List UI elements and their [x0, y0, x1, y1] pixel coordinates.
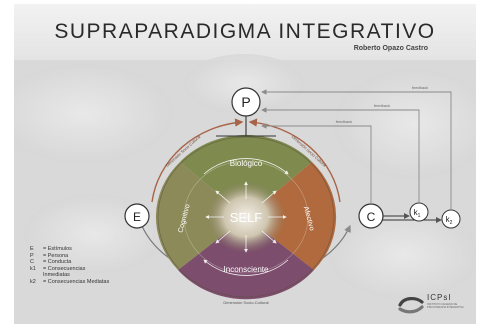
legend-row-c: C = Conducta: [30, 259, 110, 266]
node-k2-subscript: 2: [450, 220, 453, 226]
sociocultural-arc-top-right: [248, 118, 341, 203]
dimension-ring: [155, 134, 337, 300]
logo-mark-icon: [398, 297, 424, 314]
self-label: SELF: [230, 210, 263, 225]
icpsi-logo: ICPsI INSTITUTO CHILENO DE PSICOTERAPIA …: [398, 293, 468, 317]
legend-key: C: [30, 259, 34, 266]
legend-key: P: [30, 252, 34, 259]
feedback-loop-k1: [261, 107, 420, 203]
dimension-label-biologico: Biológico: [230, 159, 263, 168]
legend-text: = Conducta: [43, 259, 72, 266]
legend-row-k2: k2 = Consecuencias Mediatas: [30, 279, 110, 286]
legend-text: = Estímulos: [43, 246, 72, 252]
node-p-label: P: [241, 94, 250, 110]
sociocultural-arc-top-left: [151, 118, 244, 203]
ring-quadrant-afectivo: [246, 162, 337, 270]
node-k1-letter: k: [414, 208, 419, 217]
node-k1-subscript: 1: [418, 213, 421, 219]
node-k2-letter: k: [446, 215, 451, 224]
feedback-loops: [261, 89, 452, 210]
logo-name: ICPsI: [427, 293, 452, 302]
feedback-label-c: feedback: [336, 119, 352, 124]
ring-quadrant-biologico: [180, 134, 312, 217]
node-c-label: C: [367, 210, 376, 224]
logo-subtitle: INSTITUTO CHILENO DE PSICOTERAPIA INTEGR…: [427, 303, 464, 309]
legend-row-k1: k1 = Consecuencias Inmediatas: [30, 266, 110, 279]
node-k2-label: k2: [446, 215, 453, 226]
header-band: SUPRAPARADIGMA INTEGRATIVO Roberto Opazo…: [14, 4, 476, 60]
integrative-diagram: Biológico Afectivo Inconsciente Cognitiv…: [14, 54, 476, 305]
feedback-loop-c: [261, 123, 372, 204]
node-e-label: E: [133, 210, 141, 224]
legend-text: = Consecuencias Mediatas: [43, 278, 110, 285]
legend-key: k2: [30, 278, 36, 285]
legend-text: = Persona: [43, 252, 69, 259]
background-petals: [14, 54, 476, 299]
legend: E = Estímulos P = Persona C = Conducta k…: [30, 246, 110, 286]
feedback-label-k2: feedback: [412, 85, 428, 90]
page-title: SUPRAPARADIGMA INTEGRATIVO: [54, 20, 436, 43]
legend-key: k1: [30, 265, 36, 272]
author-name: Roberto Opazo Castro: [353, 45, 428, 52]
node-p: [231, 87, 261, 117]
arc-label-bottom: Dimensión Socio-Cultural: [223, 300, 268, 305]
poster-frame: SUPRAPARADIGMA INTEGRATIVO Roberto Opazo…: [14, 4, 476, 324]
legend-text: = Consecuencias Inmediatas: [43, 265, 86, 279]
dimension-label-inconsciente: Inconsciente: [224, 265, 269, 274]
ring-quadrant-inconsciente: [178, 217, 314, 300]
legend-row-p: P = Persona: [30, 253, 110, 260]
node-e: [124, 203, 150, 229]
ring-quadrant-cognitivo: [155, 162, 246, 270]
feedback-loop-k2: [261, 89, 452, 210]
legend-row-e: E = Estímulos: [30, 246, 110, 253]
legend-key: E: [30, 246, 34, 252]
feedback-label-k1: feedback: [374, 103, 390, 108]
node-k1-label: k1: [414, 208, 421, 219]
inner-arrows: [203, 158, 289, 276]
